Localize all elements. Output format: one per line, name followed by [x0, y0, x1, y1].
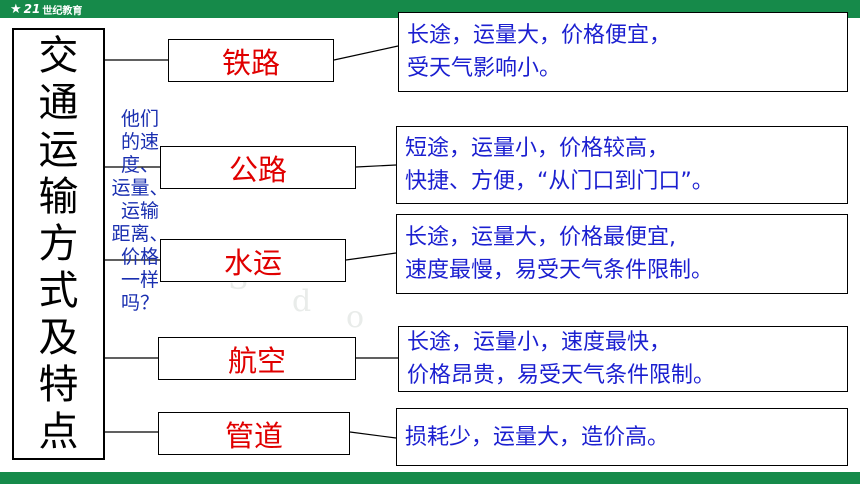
transport-name: 水运 [223, 245, 282, 280]
watermark-letter: o [346, 300, 365, 335]
connector-line [355, 164, 397, 168]
title-char: 通 [38, 79, 79, 126]
watermark-letter: d [292, 284, 312, 319]
question-line: 运量、 [111, 177, 169, 199]
transport-pipeline: 管道 [158, 412, 350, 455]
question-line: 距离、 [111, 223, 169, 245]
feature-road: 短途，运量小，价格较高， 快捷、方便，“从门口到门口”。 [396, 126, 848, 204]
footer-bar [0, 472, 860, 484]
brand-logo: ★ 21 世纪教育 [10, 1, 82, 17]
question-text: 他们 的速 度、 运量、 运输 距离、 价格 一样 吗？ [107, 108, 173, 315]
transport-name: 铁路 [221, 45, 280, 80]
question-line: 吗？ [120, 292, 159, 314]
feature-pipeline: 损耗少，运量大，造价高。 [396, 408, 848, 466]
connector-line [345, 252, 397, 261]
question-line: 运输 [120, 200, 159, 222]
feature-aviation: 长途，运量小，速度最快， 价格昂贵，易受天气条件限制。 [398, 326, 848, 392]
transport-aviation: 航空 [158, 337, 356, 380]
feature-line: 长途，运量大，价格便宜， [407, 23, 672, 48]
question-line: 一样 [120, 269, 159, 291]
transport-name: 航空 [227, 343, 286, 378]
question-line: 度、 [120, 154, 159, 176]
feature-line: 受天气影响小。 [407, 56, 562, 81]
title-char: 特 [38, 361, 79, 408]
question-line: 的速 [120, 131, 159, 153]
transport-road: 公路 [160, 146, 356, 189]
question-line: 价格 [120, 246, 159, 268]
title-char: 交 [38, 32, 79, 79]
connector-line [349, 431, 397, 439]
logo-text: 世纪教育 [42, 5, 83, 17]
runner-icon: ★ [10, 1, 22, 17]
feature-railway: 长途，运量大，价格便宜， 受天气影响小。 [398, 12, 848, 92]
title-char: 点 [38, 408, 79, 455]
feature-line: 快捷、方便，“从门口到门口”。 [405, 169, 714, 194]
transport-railway: 铁路 [168, 39, 334, 82]
feature-line: 长途，运量大，价格最便宜, [405, 225, 676, 250]
transport-name: 管道 [224, 418, 283, 453]
transport-name: 公路 [228, 152, 287, 187]
title-box: 交 通 运 输 方 式 及 特 点 [12, 28, 105, 460]
feature-line: 短途，运量小，价格较高， [405, 136, 670, 161]
title-char: 式 [38, 267, 79, 314]
title-char: 输 [38, 173, 79, 220]
title-char: 运 [38, 126, 79, 173]
feature-line: 损耗少，运量大，造价高。 [405, 424, 670, 450]
feature-line: 速度最慢，易受天气条件限制。 [405, 258, 714, 283]
feature-line: 长途，运量小，速度最快， [407, 330, 672, 355]
connector-line [333, 45, 399, 61]
feature-line: 价格昂贵，易受天气条件限制。 [407, 363, 716, 388]
question-line: 他们 [120, 108, 159, 130]
title-char: 方 [38, 220, 79, 267]
transport-water: 水运 [160, 239, 346, 282]
feature-water: 长途，运量大，价格最便宜, 速度最慢，易受天气条件限制。 [396, 214, 848, 294]
logo-number: 21 [23, 2, 41, 16]
title-char: 及 [38, 314, 79, 361]
